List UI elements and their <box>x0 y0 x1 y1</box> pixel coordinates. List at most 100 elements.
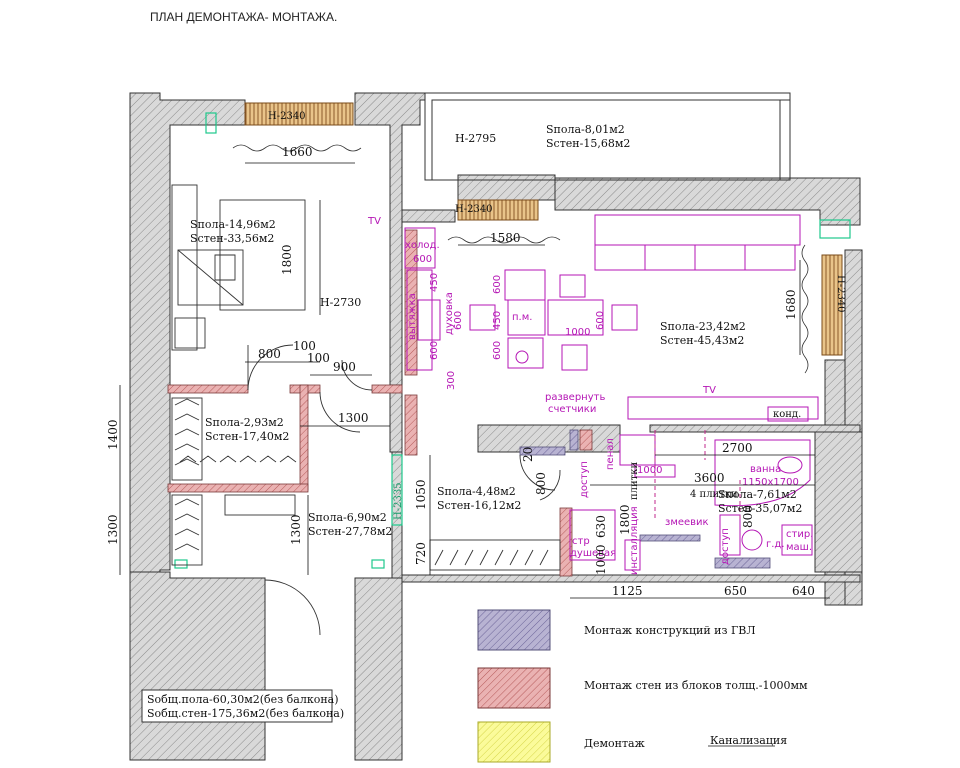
plitki-label: плитки <box>629 462 640 500</box>
kitchen-600-d: 600 <box>595 311 606 330</box>
balcony-walls: Sстен-15,68м2 <box>546 137 630 150</box>
holod-label: холод. <box>405 240 440 251</box>
walls <box>129 92 863 761</box>
dimension-lines <box>119 162 830 599</box>
bedroom-furniture <box>171 184 306 351</box>
kitchen-600-e: 600 <box>453 311 464 330</box>
corridor-furniture <box>429 539 561 571</box>
dim-1580: 1580 <box>490 231 521 245</box>
bedroom-walls: Sстен-33,56м2 <box>190 232 274 245</box>
total-walls: Sобщ.стен-175,36м2(без балкона) <box>147 707 344 720</box>
dim-650: 650 <box>724 584 747 598</box>
stir-label: стир. <box>786 529 813 540</box>
legend-demontage-text: Демонтаж <box>584 737 645 750</box>
holod-600: 600 <box>413 254 432 265</box>
bath-area: Sпола-7,61м2 <box>718 488 797 501</box>
balcony-height: H-2795 <box>455 132 496 145</box>
legend-block-swatch <box>477 667 551 709</box>
kitchen-300: 300 <box>446 371 457 390</box>
dim-640: 640 <box>792 584 815 598</box>
doors <box>247 344 561 501</box>
curtains <box>232 144 809 374</box>
dim-1800: 1800 <box>280 244 294 275</box>
vent-markers <box>174 112 851 569</box>
dostup-2: доступ <box>720 528 731 565</box>
hall-walls: Sстен-27,78м2 <box>308 525 392 538</box>
windows <box>244 102 843 356</box>
pm-label: п.м. <box>512 312 532 323</box>
balcony-outline <box>424 92 791 181</box>
razvernut-label-2: счетчики <box>548 404 596 415</box>
dim-1300c: 1300 <box>289 514 303 545</box>
duhovka-label: духовка <box>444 292 455 335</box>
dim-630: 630 <box>594 515 608 538</box>
total-floor: Sобщ.пола-60,30м2(без балкона) <box>147 693 339 706</box>
tv-kitchen: TV <box>702 385 716 396</box>
zmeevik-label: змеевик <box>665 517 709 528</box>
dim-1125: 1125 <box>612 584 643 598</box>
table-1000: 1000 <box>565 327 590 338</box>
dim-100a: 100 <box>293 339 316 353</box>
legend-gkl-text: Монтаж конструкций из ГВЛ <box>584 624 756 637</box>
dim-1000: 1000 <box>594 544 608 575</box>
corridor-area: Sпола-4,48м2 <box>437 485 516 498</box>
corridor-walls: Sстен-16,12м2 <box>437 499 521 512</box>
wardrobe-area: Sпола-2,93м2 <box>205 416 284 429</box>
kitchen-600-a: 600 <box>492 275 503 294</box>
kitchen-450-a: 450 <box>429 273 440 292</box>
bath-1000: 1000 <box>637 465 662 476</box>
plan-title: ПЛАН ДЕМОНТАЖА- МОНТАЖА. <box>150 10 337 24</box>
bedroom-height: H-2730 <box>320 296 361 309</box>
kitchen-area: Sпола-23,42м2 <box>660 320 746 333</box>
dim-100b: 100 <box>307 351 330 365</box>
wardrobe-furniture <box>171 397 297 481</box>
window-height-bedroom: H-2340 <box>268 111 306 122</box>
dim-800c: 800 <box>741 505 755 528</box>
bath-walls: Sстен-35,07м2 <box>718 502 802 515</box>
tv-bedroom: TV <box>367 216 381 227</box>
dim-2700: 2700 <box>722 441 753 455</box>
kitchen-600-c: 600 <box>429 341 440 360</box>
legend: Монтаж конструкций из ГВЛ Монтаж стен из… <box>477 609 808 763</box>
dim-1680: 1680 <box>784 289 798 320</box>
dim-1300a: 1300 <box>338 411 369 425</box>
totals-box <box>141 689 333 723</box>
vanna-size: 1150х1700 <box>742 477 799 488</box>
legend-gkl-swatch <box>477 609 551 651</box>
dim-1300b: 1300 <box>106 514 120 545</box>
dim-800b: 800 <box>534 472 548 495</box>
window-height-kitchen: H-2340 <box>455 204 493 215</box>
dim-720: 720 <box>414 542 428 565</box>
legend-demontage-swatch <box>477 721 551 763</box>
plitki-4: 4 плитки <box>690 489 738 500</box>
partitions <box>167 229 771 577</box>
dim-3600: 3600 <box>694 471 725 485</box>
dostup-1: доступ <box>579 461 590 498</box>
dim-2335: H-2335 <box>393 482 404 520</box>
dim-800: 800 <box>258 347 281 361</box>
kond-label: конд. <box>773 409 801 420</box>
kitchen-walls: Sстен-45,43м2 <box>660 334 744 347</box>
penal-label: пенал <box>605 438 616 470</box>
wardrobe-walls: Sстен-17,40м2 <box>205 430 289 443</box>
bedroom-area: Sпола-14,96м2 <box>190 218 276 231</box>
dim-1660: 1660 <box>282 145 313 159</box>
kitchen-600-b: 600 <box>492 341 503 360</box>
hall-furniture <box>171 494 321 640</box>
vanna-label: ванна <box>750 464 781 475</box>
razvernut-label-1: развернуть <box>545 392 605 403</box>
dim-20: 20 <box>521 447 535 462</box>
vyt-label: вытяжка <box>407 293 418 340</box>
window-height-side: H-2340 <box>835 275 846 313</box>
dush-label-1: стр <box>572 536 590 547</box>
gd-label: г.д. <box>766 539 785 550</box>
legend-block-text: Монтаж стен из блоков толщ.-1000мм <box>584 679 808 692</box>
hall-area: Sпола-6,90м2 <box>308 511 387 524</box>
kitchen-450-b: 450 <box>492 311 503 330</box>
dim-1050: 1050 <box>414 479 428 510</box>
kitchen-furniture <box>404 214 819 422</box>
dim-1800b: 1800 <box>618 504 632 535</box>
dim-900: 900 <box>333 360 356 374</box>
inst-label: инсталляция <box>629 506 640 575</box>
